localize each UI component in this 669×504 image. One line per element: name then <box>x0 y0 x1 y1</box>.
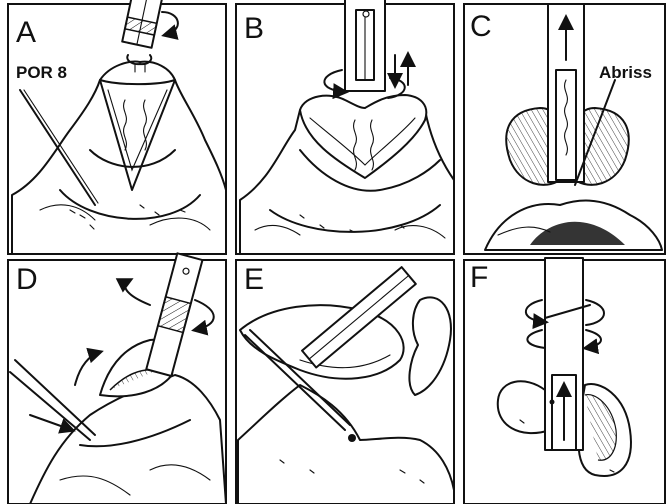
panel-f-illustration <box>498 258 631 476</box>
panel-b-illustration <box>240 0 454 254</box>
panel-d-illustration <box>10 253 226 504</box>
panel-letter-e: E <box>244 265 264 295</box>
callout-abriss: Abriss <box>599 64 652 81</box>
panel-e-illustration <box>238 267 454 504</box>
panel-a-illustration <box>12 0 226 254</box>
callout-por8: POR 8 <box>16 64 67 81</box>
panel-letter-f: F <box>470 263 488 293</box>
panel-letter-d: D <box>16 265 38 295</box>
panel-c-illustration <box>485 4 662 250</box>
panel-letter-c: C <box>470 12 492 42</box>
panel-letter-b: B <box>244 14 264 44</box>
panel-letter-a: A <box>16 18 36 48</box>
